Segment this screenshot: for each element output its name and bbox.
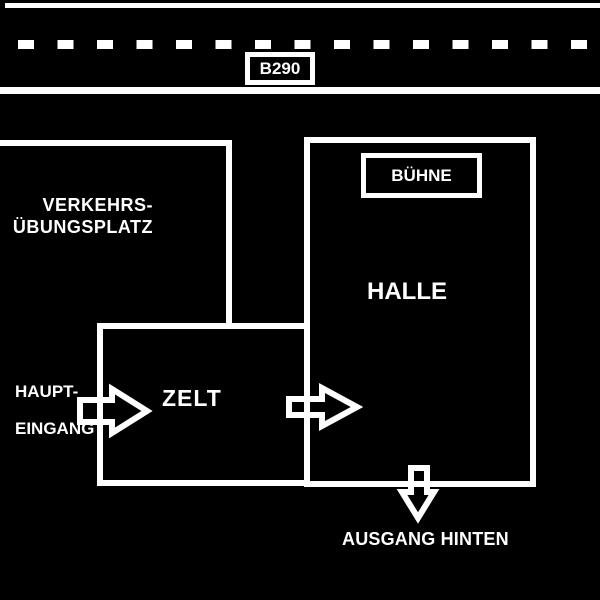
traffic-area-top-border bbox=[0, 140, 232, 146]
traffic-area-label-line1: VERKEHRS- bbox=[42, 195, 153, 215]
b290-road-sign: B290 bbox=[245, 52, 315, 85]
road-top-edge bbox=[5, 3, 600, 8]
main-entrance-label-line2: EINGANG bbox=[15, 419, 95, 438]
halle-label: HALLE bbox=[367, 278, 447, 305]
b290-road-sign-label: B290 bbox=[259, 59, 301, 78]
buehne-stage-label: BÜHNE bbox=[391, 166, 452, 185]
main-entrance-label-line1: HAUPT- bbox=[15, 382, 79, 401]
traffic-area-right-border bbox=[226, 140, 232, 329]
traffic-area-label-line2: ÜBUNGSPLATZ bbox=[12, 217, 153, 237]
traffic-area-label: VERKEHRS- ÜBUNGSPLATZ bbox=[0, 194, 153, 238]
road-center-dashed-line bbox=[18, 40, 594, 49]
road-bottom-edge bbox=[0, 87, 600, 94]
buehne-stage-box: BÜHNE bbox=[361, 153, 482, 198]
rear-exit-label: AUSGANG HINTEN bbox=[342, 529, 509, 549]
zelt-label: ZELT bbox=[162, 385, 222, 411]
